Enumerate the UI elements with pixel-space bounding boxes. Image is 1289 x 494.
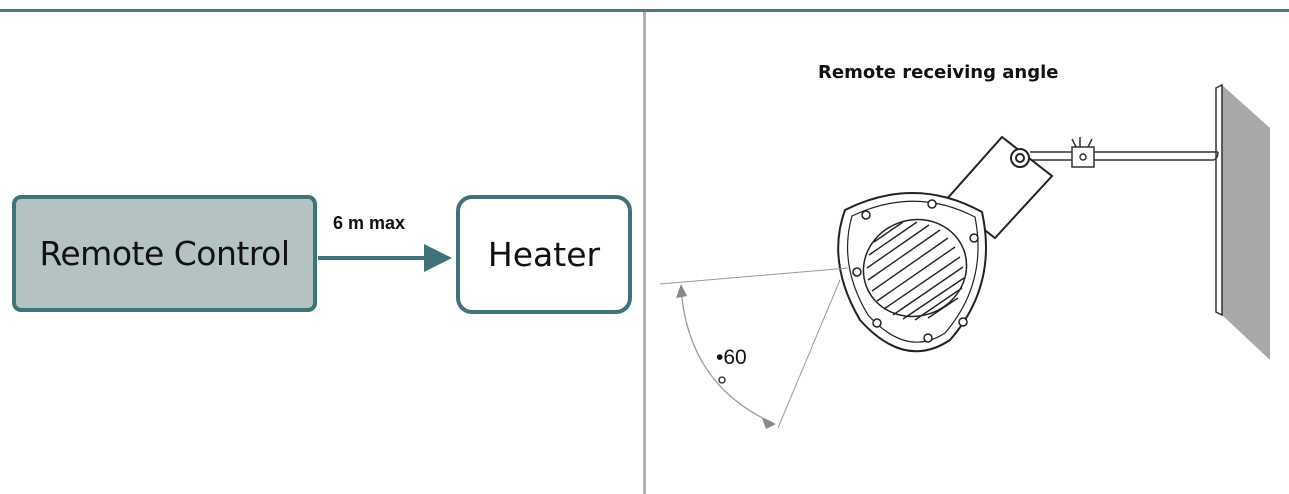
wall (1222, 85, 1270, 360)
angle-value-label: •60 (716, 346, 747, 369)
remote-control-box: Remote Control (12, 195, 317, 312)
distance-label: 6 m max (333, 213, 406, 233)
heater-box: Heater (456, 195, 632, 314)
arrow-icon (318, 244, 452, 272)
receiving-angle-title: Remote receiving angle (818, 62, 1059, 83)
mounting-bracket (1030, 137, 1219, 168)
top-rule (0, 9, 1289, 12)
panel-divider (643, 12, 646, 494)
angle-guides (659, 267, 849, 429)
heater-head (837, 192, 987, 353)
remote-control-label: Remote Control (39, 234, 290, 273)
wall-edge (1215, 83, 1223, 317)
degree-mark (718, 376, 726, 384)
heater-label: Heater (487, 235, 601, 274)
